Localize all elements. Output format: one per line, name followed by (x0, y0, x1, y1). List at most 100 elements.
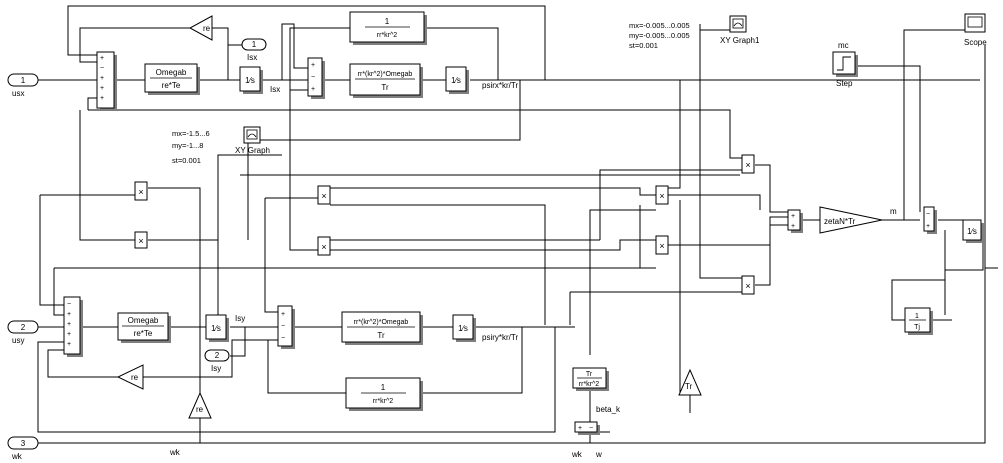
gain-zeta[interactable]: zetaN*Tr (819, 206, 883, 234)
product-block-3[interactable]: × (317, 185, 331, 205)
integrator-psirx-label: psirx*kr/Tr (482, 81, 518, 90)
svg-text:Tr: Tr (381, 83, 389, 92)
svg-text:1: 1 (21, 76, 26, 85)
svg-text:2: 2 (21, 323, 26, 332)
xy-graph1[interactable]: XY Graph1 (720, 15, 760, 45)
step-block[interactable]: mc Step (832, 41, 858, 88)
svg-text:rr*(kr^2)*Omegab: rr*(kr^2)*Omegab (354, 319, 409, 326)
svg-text:×: × (321, 242, 326, 252)
svg-text:×: × (659, 191, 664, 201)
sum-block-x2[interactable]: + − + (307, 57, 325, 99)
gain-re-bottom[interactable]: re (116, 364, 144, 390)
tf-block-y2[interactable]: rr*(kr^2)*Omegab Tr (341, 311, 423, 345)
gain-re-vertical[interactable]: re (188, 391, 212, 419)
svg-text:zetaN*Tr: zetaN*Tr (824, 217, 856, 226)
xy-graph[interactable]: XY Graph (235, 126, 270, 155)
inport-usx-label: usx (12, 89, 24, 98)
inport-wk-label: wk (11, 452, 23, 461)
svg-text:rr*kr^2: rr*kr^2 (373, 398, 394, 405)
svg-text:−: − (281, 323, 285, 330)
svg-text:+: + (578, 425, 582, 432)
svg-text:rr*kr^2: rr*kr^2 (579, 381, 600, 388)
svg-text:+: + (100, 95, 104, 102)
svg-text:×: × (745, 281, 750, 291)
sum-block-torque[interactable]: + + (787, 209, 803, 233)
svg-text:mx=-0.005...0.005: mx=-0.005...0.005 (629, 21, 690, 30)
gain-block-tj[interactable]: 1 Tj (904, 307, 933, 335)
svg-text:+: + (100, 85, 104, 92)
svg-text:Tr: Tr (586, 371, 593, 378)
svg-text:Omegab: Omegab (128, 316, 159, 325)
svg-text:+: + (791, 223, 795, 230)
integrator-psiry[interactable]: 1⁄s psiry*kr/Tr (452, 314, 518, 342)
product-block-8[interactable]: × (741, 275, 755, 295)
svg-text:re: re (203, 24, 211, 33)
integrator-speed[interactable]: 1⁄s (962, 219, 984, 243)
svg-text:my=-0.005...0.005: my=-0.005...0.005 (629, 31, 690, 40)
sum-block-y2[interactable]: + − − (277, 305, 295, 349)
outport-isx[interactable]: 1 Isx (241, 38, 267, 62)
tf-block-x2[interactable]: rr*(kr^2)*Omegab Tr (349, 63, 423, 98)
sum-block-mechanical[interactable]: − + (923, 206, 937, 234)
svg-text:+: + (311, 62, 315, 69)
svg-text:rr*(kr^2)*Omegab: rr*(kr^2)*Omegab (358, 71, 413, 78)
tf-block-x1[interactable]: Omegab re*Te (144, 63, 200, 95)
svg-text:−: − (589, 425, 593, 432)
product-block-2[interactable]: × (134, 231, 148, 249)
sum-block-y[interactable]: − + + + + (63, 296, 83, 357)
svg-text:1⁄s: 1⁄s (211, 324, 221, 333)
tf-block-y1[interactable]: Omegab re*Te (117, 312, 171, 343)
inport-usy[interactable]: 2 usy (7, 320, 39, 345)
xy-graph1-label: XY Graph1 (720, 36, 760, 45)
svg-text:2: 2 (215, 351, 220, 360)
svg-text:1⁄s: 1⁄s (458, 324, 468, 333)
svg-text:1: 1 (385, 17, 390, 26)
svg-text:mx=-1.5...6: mx=-1.5...6 (172, 129, 210, 138)
gain-tr-vertical[interactable]: Tr (678, 368, 702, 396)
svg-text:re*Te: re*Te (162, 81, 181, 90)
inport-wk[interactable]: 3 wk (7, 436, 39, 461)
product-block-1[interactable]: × (134, 181, 148, 201)
inport-usx[interactable]: 1 usx (7, 73, 39, 98)
svg-text:×: × (745, 160, 750, 170)
integrator-psiry-label: psiry*kr/Tr (482, 333, 518, 342)
sum-block-beta[interactable]: + − (574, 421, 600, 435)
integrator-isx-label: Isx (270, 85, 280, 94)
svg-text:×: × (138, 187, 143, 197)
svg-text:3: 3 (21, 439, 26, 448)
integrator-isx[interactable]: 1⁄s Isx (239, 66, 280, 94)
product-block-6[interactable]: × (655, 235, 669, 255)
outport-isy[interactable]: 2 Isy (204, 349, 230, 373)
xy-graph1-params: mx=-0.005...0.005 my=-0.005...0.005 st=0… (629, 21, 690, 50)
svg-text:−: − (100, 65, 104, 72)
svg-text:+: + (281, 311, 285, 318)
signal-wires (37, 5, 998, 444)
integrator-isy-label: Isy (235, 314, 245, 323)
svg-text:+: + (67, 311, 71, 318)
inport-usy-label: usy (12, 336, 24, 345)
gain-re-top[interactable]: re (188, 15, 213, 41)
sum-block-x[interactable]: + − + + + (96, 51, 117, 111)
svg-text:×: × (321, 191, 326, 201)
integrator-isy[interactable]: 1⁄s Isy (205, 314, 245, 342)
integrator-psirx[interactable]: 1⁄s psirx*kr/Tr (445, 66, 518, 94)
svg-text:1: 1 (381, 383, 386, 392)
gain-block-rr-top[interactable]: 1 rr*kr^2 (349, 11, 427, 45)
product-block-7[interactable]: × (741, 154, 755, 174)
scope[interactable]: Scope (964, 13, 987, 47)
step-label: Step (836, 79, 853, 88)
svg-text:+: + (67, 341, 71, 348)
svg-text:1: 1 (915, 313, 919, 320)
product-block-5[interactable]: × (655, 185, 669, 205)
svg-text:re: re (196, 405, 204, 414)
product-block-4[interactable]: × (317, 236, 331, 256)
svg-text:+: + (311, 86, 315, 93)
svg-text:1⁄s: 1⁄s (967, 227, 977, 236)
svg-text:×: × (138, 236, 143, 246)
signal-label-beta: beta_k (596, 405, 621, 414)
gain-block-rr-bottom[interactable]: 1 rr*kr^2 (345, 377, 423, 411)
svg-text:Tj: Tj (914, 324, 920, 331)
gain-block-tr[interactable]: Tr rr*kr^2 (572, 367, 609, 391)
svg-text:re*Te: re*Te (134, 329, 153, 338)
